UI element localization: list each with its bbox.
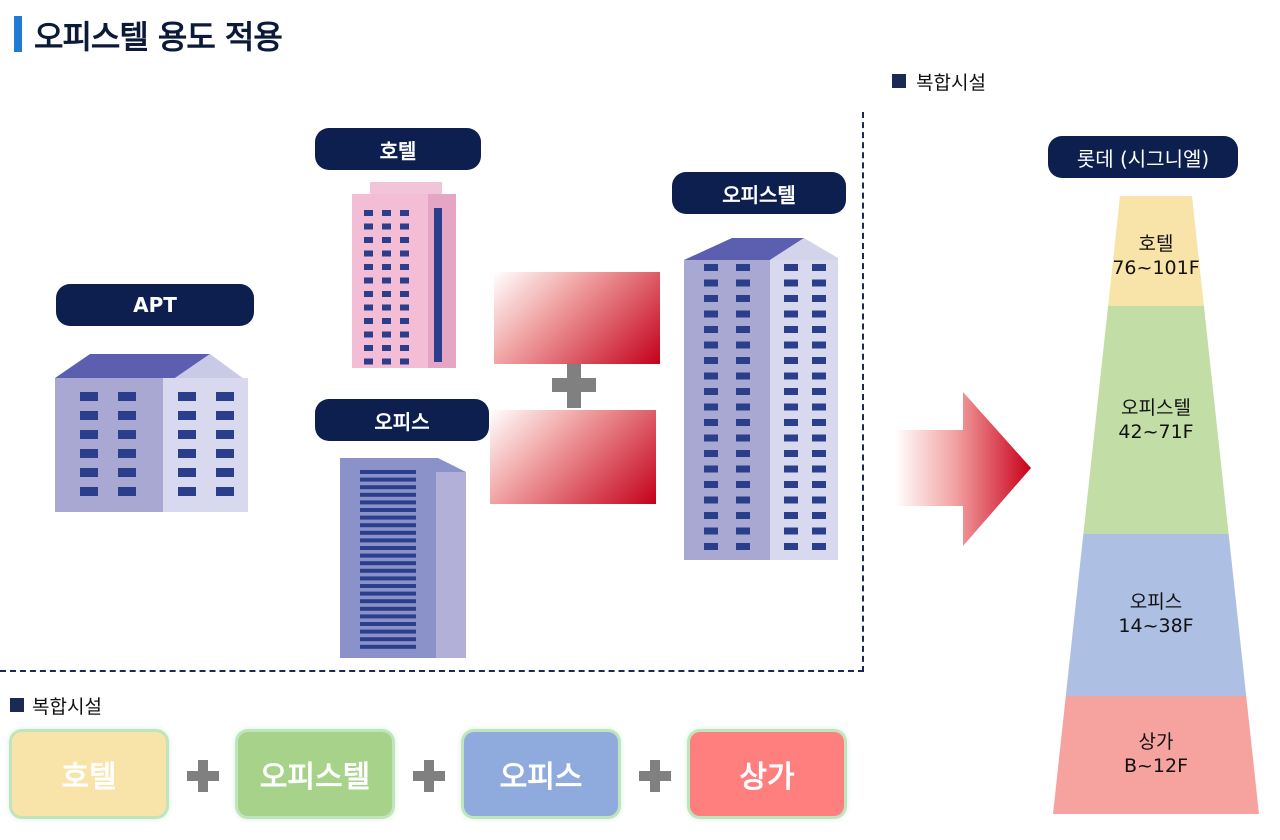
category-hotel: 호텔 <box>12 732 166 816</box>
category-office: 오피스 <box>464 732 618 816</box>
label-tower: 롯데 (시그니엘) <box>1048 136 1238 178</box>
divider-vertical <box>862 112 864 672</box>
segment-floors: B~12F <box>1123 755 1189 777</box>
tower-chart <box>1053 196 1259 814</box>
category-officetel: 오피스텔 <box>238 732 392 816</box>
arrow-right-icon <box>895 392 1031 546</box>
legend-label-top: 복합시설 <box>916 72 986 94</box>
office-building-illustration <box>340 458 466 658</box>
label-hotel: 호텔 <box>315 128 481 170</box>
legend-square-icon <box>10 698 24 712</box>
apt-building-illustration <box>55 354 248 512</box>
plus-icon <box>413 760 445 792</box>
tower-segment <box>1053 696 1259 814</box>
tower-segment <box>1108 196 1204 306</box>
tower-segment-label-hotel: 호텔 76~101F <box>1056 232 1256 280</box>
hotel-building-illustration <box>352 182 456 368</box>
tower-segment-label-retail: 상가 B~12F <box>1056 730 1256 778</box>
tower-segment-label-officetel: 오피스텔 42~71F <box>1056 396 1256 444</box>
segment-name: 상가 <box>1138 731 1174 753</box>
segment-name: 오피스텔 <box>1121 397 1191 419</box>
plus-icon <box>187 760 219 792</box>
segment-floors: 76~101F <box>1112 257 1200 279</box>
page-title: 오피스텔 용도 적용 <box>34 18 283 56</box>
officetel-building-illustration <box>684 238 838 560</box>
label-office: 오피스 <box>315 399 489 441</box>
segment-floors: 42~71F <box>1118 421 1194 443</box>
label-officetel: 오피스텔 <box>672 172 846 214</box>
segment-name: 호텔 <box>1138 233 1174 255</box>
segment-floors: 14~38F <box>1118 615 1194 637</box>
tower-segment <box>1065 534 1247 696</box>
title-accent-bar <box>14 16 22 52</box>
segment-name: 오피스 <box>1129 591 1183 613</box>
category-retail: 상가 <box>690 732 844 816</box>
plus-icon <box>639 760 671 792</box>
legend-label-bottom: 복합시설 <box>32 696 102 718</box>
legend-square-icon <box>892 74 906 88</box>
divider-horizontal <box>0 670 864 672</box>
connector-gradient-top <box>494 272 660 364</box>
connector-gradient-bottom <box>490 410 656 504</box>
tower-segment <box>1083 306 1229 534</box>
tower-segment-label-office: 오피스 14~38F <box>1056 590 1256 638</box>
plus-icon-center <box>552 364 596 408</box>
label-apt: APT <box>56 284 254 326</box>
